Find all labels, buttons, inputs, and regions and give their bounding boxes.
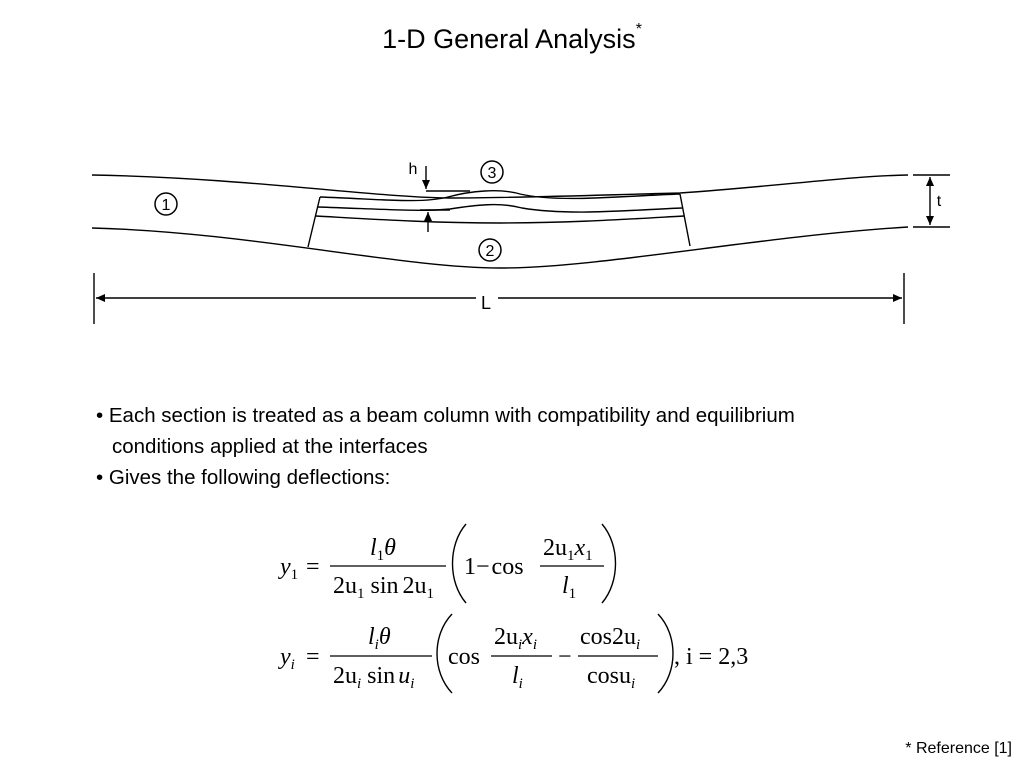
- label-h: h: [409, 161, 418, 178]
- bullet-item-1: • Each section is treated as a beam colu…: [96, 400, 956, 462]
- interface-left: [307, 196, 321, 248]
- bullet-list: • Each section is treated as a beam colu…: [96, 400, 956, 493]
- svg-text:−: −: [558, 644, 572, 670]
- svg-text:liθ: liθ: [368, 624, 391, 653]
- svg-text:cosui: cosui: [587, 663, 635, 692]
- reference-note: * Reference [1]: [905, 740, 1012, 757]
- bullet-2-line-1: Gives the following deflections:: [108, 466, 391, 489]
- svg-text:l1θ: l1θ: [370, 535, 396, 564]
- slide-title: 1-D General Analysis*: [0, 21, 1024, 55]
- label-t: t: [937, 193, 942, 210]
- svg-text:li: li: [512, 663, 523, 692]
- svg-text:=: =: [306, 644, 320, 670]
- beam-bottom-edge: [91, 226, 909, 269]
- label-L: L: [481, 293, 491, 313]
- section-marker-2: 2: [478, 238, 502, 262]
- title-marker: *: [635, 21, 642, 38]
- svg-text:, i = 2,3: , i = 2,3: [674, 644, 748, 670]
- svg-text:yi: yi: [278, 644, 295, 673]
- bullet-1-line-1: Each section is treated as a beam column…: [108, 404, 795, 427]
- bullet-item-2: • Gives the following deflections:: [96, 466, 391, 489]
- svg-text:y1: y1: [278, 554, 298, 583]
- svg-text:=: =: [306, 554, 320, 580]
- sublaminate-2-top: [315, 215, 685, 224]
- svg-text:2u1x1: 2u1x1: [543, 535, 593, 564]
- svg-text:2: 2: [486, 243, 495, 260]
- svg-text:2uixi: 2uixi: [494, 624, 537, 653]
- svg-text:1: 1: [162, 197, 171, 214]
- sublaminate-3-top: [319, 190, 681, 202]
- svg-text:cos: cos: [448, 644, 480, 670]
- svg-text:cos2ui: cos2ui: [580, 624, 640, 653]
- svg-text:1−cos: 1−cos: [464, 554, 524, 580]
- svg-text:l1: l1: [562, 573, 576, 602]
- interface-right: [679, 193, 691, 247]
- bullet-1-line-2: conditions applied at the interfaces: [112, 435, 428, 458]
- section-marker-1: 1: [154, 192, 178, 216]
- sublaminate-3-bottom: [317, 203, 683, 213]
- svg-text:3: 3: [488, 165, 497, 182]
- title-text: 1-D General Analysis: [382, 24, 636, 54]
- section-marker-3: 3: [480, 160, 504, 184]
